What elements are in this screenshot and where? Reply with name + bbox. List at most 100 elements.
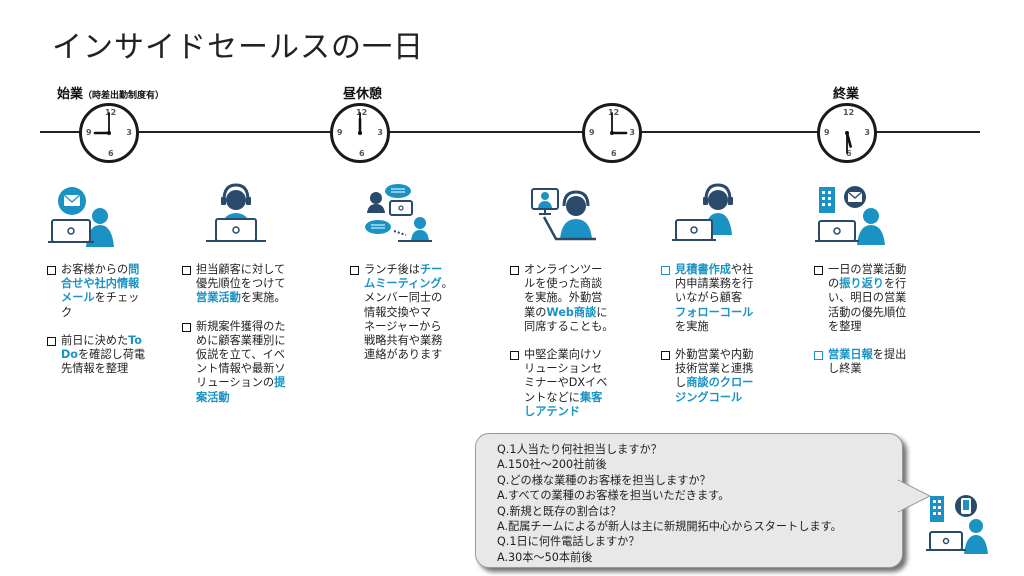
- text: を確認し荷電 先情報を整理: [61, 348, 146, 376]
- column-lunch: ランチ後はチー ムミーティング。 メンバー同士の 情報交換やマ ネージャーから …: [349, 263, 474, 376]
- highlight-text: アテンド: [535, 404, 580, 418]
- clock-hands: [358, 112, 362, 135]
- phase-end: 終業: [833, 87, 860, 102]
- online-meeting-person-icon: [528, 183, 608, 249]
- list-item: ランチ後はチー ムミーティング。 メンバー同士の 情報交換やマ ネージャーから …: [349, 263, 474, 362]
- clock-center: [610, 131, 614, 135]
- text: 。 メンバー同士の 情報交換やマ ネージャーから 戦略共有や業務 連絡があります: [364, 277, 453, 362]
- highlight-text: フォローコール: [675, 305, 754, 319]
- qa-line: Q.1日に何件電話しますか？: [497, 535, 640, 549]
- clock-numeral-3: 3: [864, 128, 870, 137]
- qa-line: A.150社～200社前後: [497, 458, 607, 472]
- clock-numeral-12: 12: [105, 108, 117, 117]
- highlight-text: 商談のクロー ジングコール: [675, 376, 754, 404]
- building-phone-person-icon: [926, 492, 992, 558]
- text: 外勤営業や内勤 技術営業と連携 し: [675, 348, 754, 390]
- qa-speech-bubble: [475, 433, 903, 568]
- clock-numeral-9: 9: [86, 128, 92, 137]
- clock-numeral-6: 6: [611, 149, 617, 158]
- text: をチェッ ク: [61, 291, 140, 319]
- clock-numeral-12: 12: [843, 108, 855, 117]
- qa-line: A.すべての業種のお客様を担当いただきます。: [497, 489, 730, 503]
- text: や社 内申請業務を行 いながら顧客: [675, 263, 754, 305]
- text: お客様からの: [61, 263, 129, 276]
- text: 担当顧客に対して 優先順位をつけて: [196, 263, 286, 291]
- highlight-text: Web商談: [546, 305, 597, 319]
- clock-numeral-6: 6: [108, 149, 114, 158]
- qa-line: Q.どの様な業種のお客様を担当しますか？: [497, 473, 711, 487]
- text: を提出 し終業: [828, 348, 907, 376]
- list-item: 外勤営業や内勤 技術営業と連携 し商談のクロー ジングコール: [660, 348, 785, 405]
- headset-laptop-person-icon: [198, 183, 278, 249]
- list-item: 営業日報を提出 し終業: [813, 348, 938, 376]
- text: 中堅企業向けソ リューションセ ミナーやDXイベ ントなどに: [524, 348, 608, 404]
- meeting-chat-people-icon: [362, 183, 442, 249]
- phase-start: 始業（時差出勤制度有）: [57, 83, 164, 102]
- building-email-laptop-person-icon: [813, 183, 893, 249]
- column-end-of-day: 一日の営業活動 の振り返りを行 い、明日の営業 活動の優先順位 を整理 営業日報…: [813, 263, 938, 390]
- highlight-text: 見積書作成: [675, 263, 731, 276]
- list-item: お客様からの問 合せや社内情報 メールをチェッ ク: [46, 263, 164, 320]
- list-item: 前日に決めたTo Doを確認し荷電 先情報を整理: [46, 334, 164, 377]
- clock-numeral-12: 12: [608, 108, 620, 117]
- text: オンラインツー ルを使った商談 を実施。外勤営 業の: [524, 263, 603, 319]
- qa-line: Q.新規と既存の割合は？: [497, 504, 622, 518]
- speech-bubble-tail: [898, 479, 932, 513]
- text: に 同席することも。: [524, 305, 614, 333]
- clock-numeral-12: 12: [356, 108, 368, 117]
- phase-start-label: 始業: [57, 87, 84, 102]
- highlight-text: 営業活動: [196, 291, 241, 305]
- clock-numeral-3: 3: [377, 128, 383, 137]
- list-item: 見積書作成や社 内申請業務を行 いながら顧客 フォローコール を実施: [660, 263, 785, 334]
- highlight-text: 集客 し: [524, 390, 603, 418]
- highlight-text: 問 合せや社内情報 メール: [61, 263, 140, 305]
- clock-numeral-9: 9: [824, 128, 830, 137]
- clock-numeral-9: 9: [589, 128, 595, 137]
- text: を行 い、明日の営業 活動の優先順位 を整理: [828, 277, 907, 333]
- headset-laptop-person-icon: [672, 183, 752, 249]
- list-item: 一日の営業活動 の振り返りを行 い、明日の営業 活動の優先順位 を整理: [813, 263, 938, 334]
- highlight-text: 営業日報: [828, 348, 873, 362]
- highlight-text: チー ムミーティング: [364, 263, 443, 291]
- clock-lunch: 12 3 6 9: [330, 103, 390, 163]
- qa-list: Q.1人当たり何社担当しますか？ A.150社～200社前後 Q.どの様な業種の…: [497, 442, 842, 565]
- list-item: 中堅企業向けソ リューションセ ミナーやDXイベ ントなどに集客 しアテンド: [509, 348, 634, 419]
- qa-line: A.30本～50本前後: [497, 550, 593, 564]
- clock-end: 12 3 6 9: [817, 103, 877, 163]
- page-title: インサイドセールスの一日: [52, 30, 424, 65]
- list-item: 新規案件獲得のた めに顧客業種別に 仮説を立て、イベ ント情報や最新ソ リューシ…: [181, 320, 306, 405]
- clock-numeral-9: 9: [337, 128, 343, 137]
- clock-center: [107, 131, 111, 135]
- clock-numeral-3: 3: [629, 128, 635, 137]
- qa-line: Q.1人当たり何社担当しますか？: [497, 443, 662, 456]
- column-morning: お客様からの問 合せや社内情報 メールをチェッ ク 前日に決めたTo Doを確認…: [46, 263, 164, 390]
- text: ランチ後は: [364, 263, 420, 276]
- list-item: オンラインツー ルを使った商談 を実施。外勤営 業のWeb商談に 同席することも…: [509, 263, 634, 334]
- column-forenoon: 担当顧客に対して 優先順位をつけて 営業活動を実施。 新規案件獲得のた めに顧客…: [181, 263, 306, 419]
- text: 新規案件獲得のた めに顧客業種別に 仮説を立て、イベ ント情報や最新ソ リューシ…: [196, 319, 286, 390]
- email-laptop-person-icon: [48, 183, 128, 249]
- highlight-text: 提 案活動: [196, 376, 286, 404]
- qa-line: A.配属チームによるが新人は主に新規開拓中心からスタートします。: [497, 520, 842, 534]
- clock-start: 12 3 6 9: [79, 103, 139, 163]
- timeline-line: [40, 131, 980, 133]
- clock-hands: [845, 131, 852, 154]
- list-item: 担当顧客に対して 優先順位をつけて 営業活動を実施。: [181, 263, 306, 306]
- text: を実施。: [240, 291, 286, 305]
- clock-center: [845, 131, 849, 135]
- phase-start-note: （時差出勤制度有）: [83, 91, 165, 101]
- highlight-text: To Do: [61, 333, 142, 362]
- clock-numeral-6: 6: [359, 149, 365, 158]
- phase-lunch: 昼休憩: [343, 87, 383, 102]
- clock-afternoon: 12 3 6 9: [582, 103, 642, 163]
- clock-numeral-3: 3: [126, 128, 132, 137]
- clock-hands: [610, 112, 628, 135]
- clock-hands: [93, 112, 111, 135]
- column-afternoon: オンラインツー ルを使った商談 を実施。外勤営 業のWeb商談に 同席することも…: [509, 263, 634, 433]
- text: 一日の営業活動 の: [828, 263, 907, 291]
- clock-center: [358, 131, 362, 135]
- text: を実施: [675, 319, 709, 333]
- highlight-text: 振り返り: [839, 277, 884, 291]
- column-late-afternoon: 見積書作成や社 内申請業務を行 いながら顧客 フォローコール を実施 外勤営業や…: [660, 263, 785, 419]
- clock-numeral-6: 6: [846, 149, 852, 158]
